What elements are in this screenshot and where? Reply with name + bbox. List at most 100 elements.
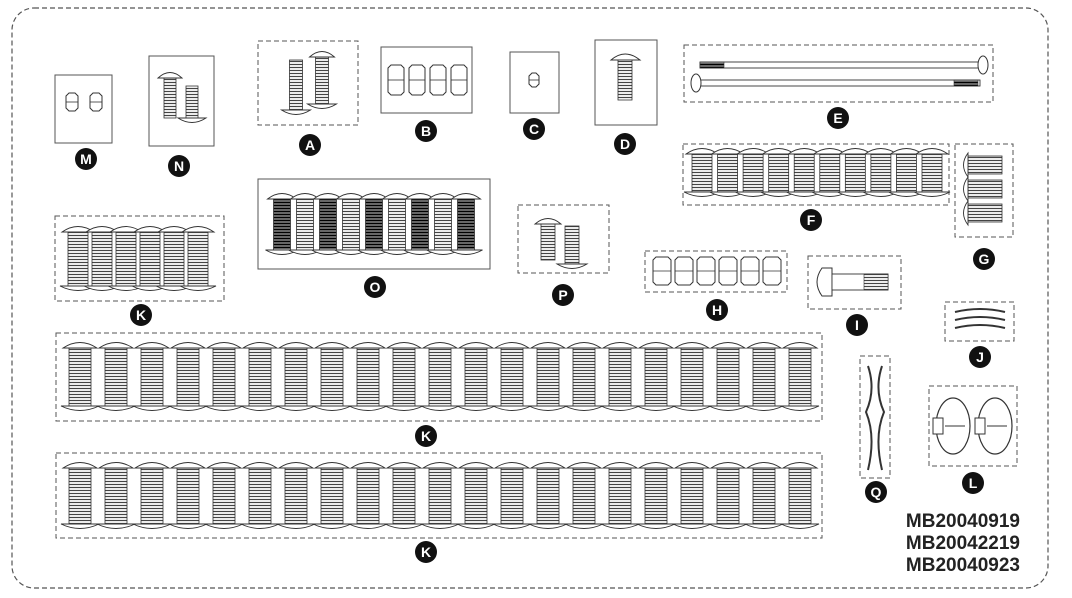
screw-shank (428, 465, 452, 525)
screw-shank (793, 151, 815, 193)
screw-head (963, 151, 969, 179)
long-bolt-thread (699, 61, 725, 69)
long-bolt-shank (699, 61, 981, 69)
screw-head (636, 523, 676, 529)
screw-head (349, 342, 387, 349)
badge-label: G (979, 251, 990, 267)
screw-head (601, 342, 639, 349)
screw-shank (356, 465, 380, 525)
screw-head (276, 405, 316, 411)
screw-head (564, 523, 604, 529)
screw-shank (411, 196, 429, 251)
box-n (148, 55, 215, 147)
screw-shank (464, 345, 488, 407)
screw-shank (342, 196, 360, 251)
screw-head (240, 405, 280, 411)
screw-head (179, 285, 217, 291)
screw-shank (212, 465, 236, 525)
screw-head (169, 462, 207, 469)
badge-e: E (827, 107, 849, 129)
badge-h: H (706, 299, 728, 321)
screw-shank (500, 465, 524, 525)
screw-shank (921, 151, 943, 193)
screw-head (600, 405, 640, 411)
badge-label: D (620, 136, 630, 152)
screw-head (449, 249, 483, 255)
screw-shank (434, 196, 452, 251)
screw-head (565, 462, 603, 469)
screw-shank (163, 229, 185, 287)
badge-m: M (75, 148, 97, 170)
screw-shank (752, 345, 776, 407)
screw-head (96, 523, 136, 529)
screw-head (745, 462, 783, 469)
badge-k1: K (130, 304, 152, 326)
screw-shank (176, 465, 200, 525)
wave-spring (877, 365, 886, 471)
screw-shank (115, 229, 137, 287)
screw-head (457, 342, 495, 349)
bolt-thread (863, 273, 889, 291)
wave-spring (864, 365, 873, 471)
screw-shank (67, 229, 89, 287)
box-m (54, 74, 113, 144)
screw-shank (644, 345, 668, 407)
screw-head (240, 523, 280, 529)
screw-head (421, 462, 459, 469)
screw-shank (617, 59, 633, 101)
hardware-drawings (59, 51, 1013, 529)
screw-head (745, 342, 783, 349)
screw-shank (104, 345, 128, 407)
screw-shank (716, 465, 740, 525)
screw-shank (248, 465, 272, 525)
screw-shank (392, 345, 416, 407)
screw-head (348, 523, 388, 529)
screw-head (456, 523, 496, 529)
badge-q: Q (865, 481, 887, 503)
screw-head (528, 523, 568, 529)
box-q (859, 355, 891, 479)
screw-shank (68, 345, 92, 407)
screw-shank (788, 465, 812, 525)
screw-head (533, 218, 563, 225)
screw-head (529, 462, 567, 469)
screw-head (636, 405, 676, 411)
screw-shank (464, 465, 488, 525)
screw-head (492, 405, 532, 411)
screw-shank (365, 196, 383, 251)
screw-head (384, 523, 424, 529)
screw-head (61, 462, 99, 469)
screw-shank (536, 465, 560, 525)
part-code-3: MB20040923 (905, 555, 1020, 576)
badge-d: D (614, 133, 636, 155)
badge-l: L (962, 472, 984, 494)
screw-head (305, 103, 339, 109)
bolt-head (816, 267, 833, 297)
screw-head (313, 462, 351, 469)
cam-lock-stem (974, 417, 986, 435)
screw-shank (870, 151, 892, 193)
screw-shank (248, 345, 272, 407)
screw-head (780, 405, 820, 411)
screw-head (61, 342, 99, 349)
screw-head (609, 53, 642, 61)
badge-label: J (976, 349, 984, 365)
badge-label: O (370, 279, 381, 295)
badge-label: N (174, 158, 184, 174)
badge-f: F (800, 209, 822, 231)
badge-label: M (80, 151, 92, 167)
screw-head (744, 405, 784, 411)
badge-label: C (529, 121, 539, 137)
box-c (509, 51, 560, 114)
screw-shank (140, 345, 164, 407)
screw-head (313, 342, 351, 349)
screw-head (277, 462, 315, 469)
screw-head (308, 51, 336, 58)
screw-shank (572, 345, 596, 407)
badge-label: K (421, 544, 431, 560)
screw-head (180, 226, 216, 233)
box-o (257, 178, 491, 270)
screw-shank (644, 465, 668, 525)
screw-shank (788, 345, 812, 407)
